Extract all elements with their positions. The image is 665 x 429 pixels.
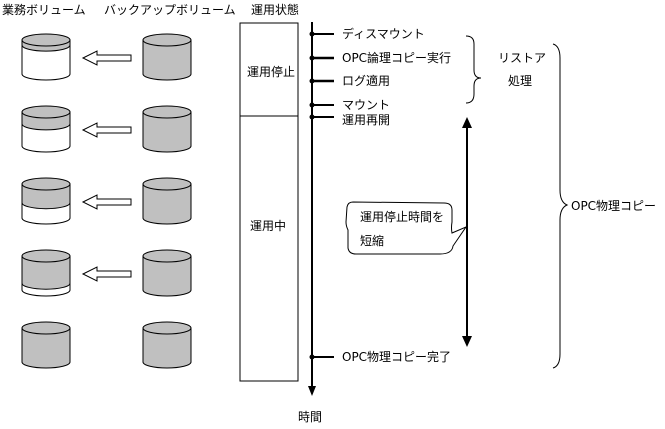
business-volume-cylinder-outline — [21, 40, 71, 81]
business-volume-cylinder-top — [21, 105, 71, 119]
state-label-running: 運用中 — [250, 219, 287, 233]
backup-volume-cylinder-top — [142, 105, 192, 119]
business-volume-cylinder — [21, 249, 71, 297]
callout-text-line2: 短縮 — [360, 234, 385, 248]
event-opc-physical-copy-complete: OPC物理コピー完了 — [342, 350, 452, 364]
backup-volume-cylinder-fill — [143, 256, 191, 296]
volumes-layer — [21, 33, 192, 369]
copy-arrow-icon — [81, 122, 132, 138]
state-box-running — [239, 115, 299, 382]
timeline-ticks — [309, 31, 334, 360]
event-log-apply: ログ適用 — [342, 74, 391, 88]
business-volume-cylinder-outline — [21, 256, 71, 297]
state-box-stopped — [239, 22, 299, 117]
backup-volume-cylinder — [142, 249, 192, 297]
copy-arrow-icon — [81, 194, 132, 210]
time-axis-arrowhead-icon — [308, 386, 316, 396]
business-volume-cylinder — [21, 33, 71, 81]
restore-label-line1: リストア — [498, 51, 547, 65]
backup-volume-cylinder — [142, 321, 192, 369]
arrow-down-icon — [462, 336, 472, 347]
event-mount: マウント — [342, 98, 391, 112]
copy-arrow-icon — [81, 266, 132, 282]
state-label-stopped: 運用停止 — [247, 65, 296, 79]
backup-volume-cylinder — [142, 177, 192, 225]
backup-volume-cylinder-outline — [142, 112, 192, 153]
business-volume-cylinder-top — [21, 33, 71, 47]
business-volume-cylinder — [21, 177, 71, 225]
backup-volume-cylinder-outline — [142, 256, 192, 297]
backup-volume-cylinder-fill — [143, 40, 191, 80]
header-backup-volume: バックアップボリューム — [104, 3, 236, 17]
arrow-up-icon — [462, 117, 472, 128]
backup-volume-cylinder-outline — [142, 328, 192, 369]
business-volume-cylinder — [21, 321, 71, 369]
business-volume-cylinder-top — [21, 177, 71, 191]
backup-volume-cylinder-top — [142, 321, 192, 335]
backup-volume-cylinder-outline — [142, 184, 192, 225]
backup-volume-cylinder-fill — [143, 112, 191, 152]
event-dismount: ディスマウント — [342, 27, 425, 41]
business-volume-cylinder-fill — [22, 328, 70, 368]
restore-label-line2: 処理 — [508, 74, 533, 88]
business-volume-cylinder-outline — [21, 112, 71, 153]
copy-arrow-icon — [81, 50, 132, 66]
backup-volume-cylinder — [142, 105, 192, 153]
opc-brace — [552, 43, 569, 369]
backup-volume-cylinder — [142, 33, 192, 81]
backup-volume-cylinder-fill — [143, 184, 191, 224]
callout-text-line1: 運用停止時間を — [360, 210, 445, 224]
header-operation-state: 運用状態 — [251, 3, 300, 17]
callout-bubble — [345, 201, 468, 255]
backup-volume-cylinder-top — [142, 177, 192, 191]
business-volume-cylinder-top — [21, 321, 71, 335]
opc-physical-copy-label: OPC物理コピー — [571, 199, 657, 213]
event-resume: 運用再開 — [342, 113, 391, 127]
backup-volume-cylinder-fill — [143, 328, 191, 368]
business-volume-cylinder-outline — [21, 328, 71, 369]
restore-brace — [465, 35, 482, 104]
backup-volume-cylinder-top — [142, 33, 192, 47]
business-volume-cylinder-outline — [21, 184, 71, 225]
header-business-volume: 業務ボリューム — [2, 3, 86, 17]
business-volume-cylinder-top — [21, 249, 71, 263]
event-opc-logical-copy: OPC論理コピー実行 — [342, 51, 452, 65]
backup-volume-cylinder-top — [142, 249, 192, 263]
time-axis-label: 時間 — [298, 410, 323, 424]
backup-volume-cylinder-outline — [142, 40, 192, 81]
business-volume-cylinder — [21, 105, 71, 153]
